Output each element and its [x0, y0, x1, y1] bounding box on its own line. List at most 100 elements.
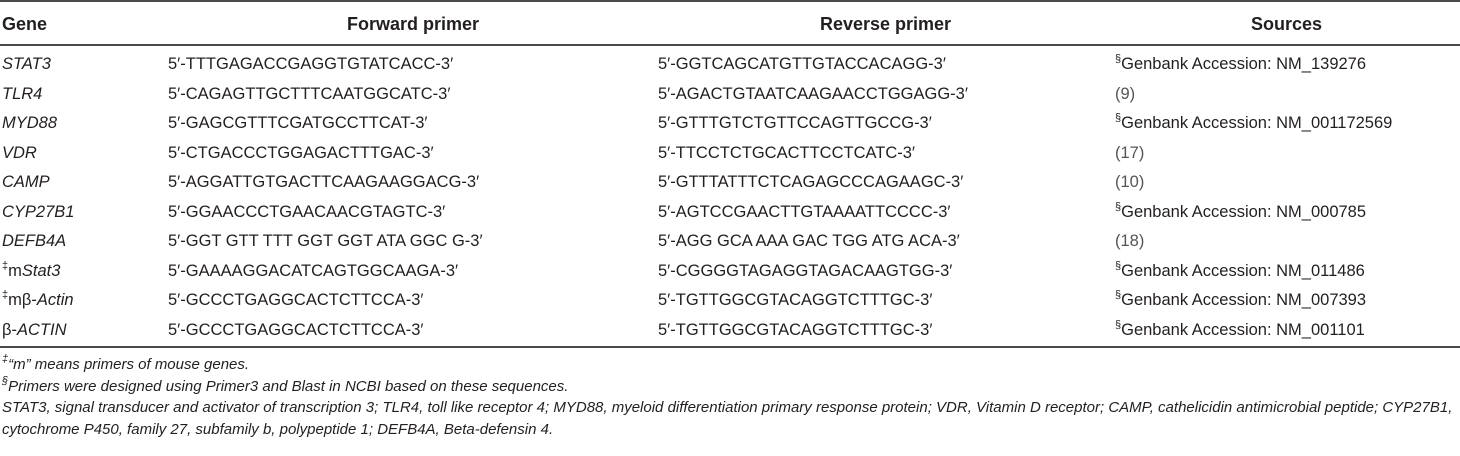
- cell-reverse-primer: 5′-CGGGGTAGAGGTAGACAAGTGG-3′: [658, 261, 953, 280]
- cell-gene: TLR4: [0, 80, 168, 110]
- gene-name: STAT3: [2, 55, 51, 74]
- cell-source: §Genbank Accession: NM_000785: [1113, 198, 1460, 228]
- cell-source: §Genbank Accession: NM_139276: [1113, 44, 1460, 80]
- footnote-mark-section: §: [2, 374, 9, 387]
- gene-prefix: m: [8, 261, 22, 280]
- cell-reverse-primer: 5′-AGG GCA AAA GAC TGG ATG ACA-3′: [658, 232, 960, 251]
- cell-forward-primer: 5′-GAAAAGGACATCAGTGGCAAGA-3′: [168, 261, 459, 280]
- cell-forward-primer: 5′-TTTGAGACCGAGGTGTATCACC-3′: [168, 55, 454, 74]
- cell-source: (18): [1113, 227, 1460, 257]
- gene-name: ACTIN: [17, 320, 67, 339]
- cell-forward-primer: 5′-CTGACCCTGGAGACTTTGAC-3′: [168, 143, 434, 162]
- source-text: Genbank Accession: NM_001172569: [1121, 114, 1393, 133]
- cell-forward-primer: 5′-GCCCTGAGGCACTCTTCCA-3′: [168, 291, 424, 310]
- source-text: Genbank Accession: NM_011486: [1121, 261, 1365, 280]
- footnote-mark-double-dagger: ‡: [2, 353, 9, 365]
- cell-reverse-primer: 5′-AGTCCGAACTTGTAAAATTCCCC-3′: [658, 202, 951, 221]
- gene-mark: ‡: [2, 289, 9, 302]
- cell-gene: STAT3: [0, 44, 168, 80]
- gene-name: MYD88: [2, 114, 58, 133]
- cell-reverse-primer: 5′-GTTTATTTCTCAGAGCCCAGAAGC-3′: [658, 173, 964, 192]
- source-text: Genbank Accession: NM_001101: [1121, 320, 1365, 339]
- source-text: Genbank Accession: NM_139276: [1121, 55, 1367, 74]
- footnote-text: Primers were designed using Primer3 and …: [8, 377, 569, 395]
- cell-source: (10): [1113, 168, 1460, 198]
- cell-source: §Genbank Accession: NM_011486: [1113, 257, 1460, 287]
- cell-gene: DEFB4A: [0, 227, 168, 257]
- source-mark: §: [1115, 289, 1122, 302]
- footnote-text: “m” means primers of mouse genes.: [8, 356, 250, 373]
- footnote-primer-design: §Primers were designed using Primer3 and…: [2, 374, 1458, 398]
- source-text: (17): [1115, 143, 1145, 162]
- footnote-abbreviations: STAT3, signal transducer and activator o…: [2, 399, 1453, 438]
- cell-source: (17): [1113, 139, 1460, 169]
- table-row: CAMP 5′-AGGATTGTGACTTCAAGAAGGACG-3′ 5′-GTT…: [0, 168, 1460, 198]
- cell-source: §Genbank Accession: NM_001172569: [1113, 109, 1460, 139]
- cell-gene: β-ACTIN: [0, 316, 168, 346]
- table-header-row: Gene Forward primer Reverse primer Sourc…: [0, 5, 1460, 44]
- cell-forward-primer: 5′-GGT GTT TTT GGT GGT ATA GGC G-3′: [168, 232, 483, 251]
- source-text: (9): [1115, 84, 1136, 103]
- cell-gene: ‡mβ-Actin: [0, 286, 168, 316]
- cell-forward-primer: 5′-GCCCTGAGGCACTCTTCCA-3′: [168, 320, 424, 339]
- source-mark: §: [1115, 112, 1122, 125]
- gene-prefix: β-: [2, 320, 17, 339]
- gene-name: DEFB4A: [2, 232, 67, 251]
- gene-name: Actin: [36, 291, 74, 310]
- cell-reverse-primer: 5′-AGACTGTAATCAAGAACCTGGAGG-3′: [658, 84, 968, 103]
- cell-forward-primer: 5′-CAGAGTTGCTTTCAATGGCATC-3′: [168, 84, 451, 103]
- source-mark: §: [1115, 259, 1122, 272]
- source-mark: §: [1115, 200, 1122, 213]
- cell-source: (9): [1113, 80, 1460, 110]
- footnote-mouse: ‡“m” means primers of mouse genes.: [2, 354, 1458, 376]
- header-gene: Gene: [2, 14, 48, 34]
- cell-forward-primer: 5′-GAGCGTTTCGATGCCTTCAT-3′: [168, 114, 428, 133]
- cell-forward-primer: 5′-GGAACCCTGAACAACGTAGTC-3′: [168, 202, 446, 221]
- source-mark: §: [1115, 53, 1122, 66]
- header-forward-primer: Forward primer: [346, 14, 480, 34]
- cell-forward-primer: 5′-AGGATTGTGACTTCAAGAAGGACG-3′: [168, 173, 480, 192]
- gene-name: VDR: [2, 143, 37, 162]
- source-text: Genbank Accession: NM_000785: [1121, 202, 1367, 221]
- table-row: MYD88 5′-GAGCGTTTCGATGCCTTCAT-3′ 5′-GTTTGT…: [0, 109, 1460, 139]
- primer-table: Gene Forward primer Reverse primer Sourc…: [0, 5, 1460, 345]
- source-text: (18): [1115, 232, 1145, 251]
- top-rule: [0, 0, 1460, 2]
- header-reverse-primer: Reverse primer: [819, 14, 952, 34]
- cell-reverse-primer: 5′-GTTTGTCTGTTCCAGTTGCCG-3′: [658, 114, 932, 133]
- gene-mark: ‡: [2, 259, 9, 272]
- cell-gene: VDR: [0, 139, 168, 169]
- table-footnotes: ‡“m” means primers of mouse genes. §Prim…: [2, 354, 1458, 440]
- bottom-rule: [0, 346, 1460, 348]
- table-row: CYP27B1 5′-GGAACCCTGAACAACGTAGTC-3′ 5′-AGT…: [0, 198, 1460, 228]
- table-row: TLR4 5′-CAGAGTTGCTTTCAATGGCATC-3′ 5′-AGACT…: [0, 80, 1460, 110]
- cell-source: §Genbank Accession: NM_007393: [1113, 286, 1460, 316]
- gene-name: CYP27B1: [2, 202, 75, 221]
- cell-reverse-primer: 5′-TGTTGGCGTACAGGTCTTTGC-3′: [658, 320, 933, 339]
- source-text: Genbank Accession: NM_007393: [1121, 291, 1367, 310]
- cell-reverse-primer: 5′-TGTTGGCGTACAGGTCTTTGC-3′: [658, 291, 933, 310]
- cell-source: §Genbank Accession: NM_001101: [1113, 316, 1460, 346]
- table-body: STAT3 5′-TTTGAGACCGAGGTGTATCACC-3′ 5′-GGTC…: [0, 44, 1460, 345]
- header-sources: Sources: [1250, 14, 1323, 34]
- table-row: VDR 5′-CTGACCCTGGAGACTTTGAC-3′ 5′-TTCCTCTG…: [0, 139, 1460, 169]
- gene-name: CAMP: [2, 173, 50, 192]
- source-mark: §: [1115, 318, 1122, 331]
- cell-gene: CAMP: [0, 168, 168, 198]
- header-rule: [0, 44, 1460, 46]
- table-row: DEFB4A 5′-GGT GTT TTT GGT GGT ATA GGC G-3…: [0, 227, 1460, 257]
- gene-name: Stat3: [21, 261, 61, 280]
- cell-gene: MYD88: [0, 109, 168, 139]
- gene-name: TLR4: [2, 84, 43, 103]
- gene-prefix: mβ-: [8, 291, 37, 310]
- cell-reverse-primer: 5′-TTCCTCTGCACTTCCTCATC-3′: [658, 143, 916, 162]
- source-text: (10): [1115, 173, 1145, 192]
- table-row: STAT3 5′-TTTGAGACCGAGGTGTATCACC-3′ 5′-GGTC…: [0, 44, 1460, 80]
- cell-gene: ‡mStat3: [0, 257, 168, 287]
- cell-gene: CYP27B1: [0, 198, 168, 228]
- cell-reverse-primer: 5′-GGTCAGCATGTTGTACCACAGG-3′: [658, 55, 946, 74]
